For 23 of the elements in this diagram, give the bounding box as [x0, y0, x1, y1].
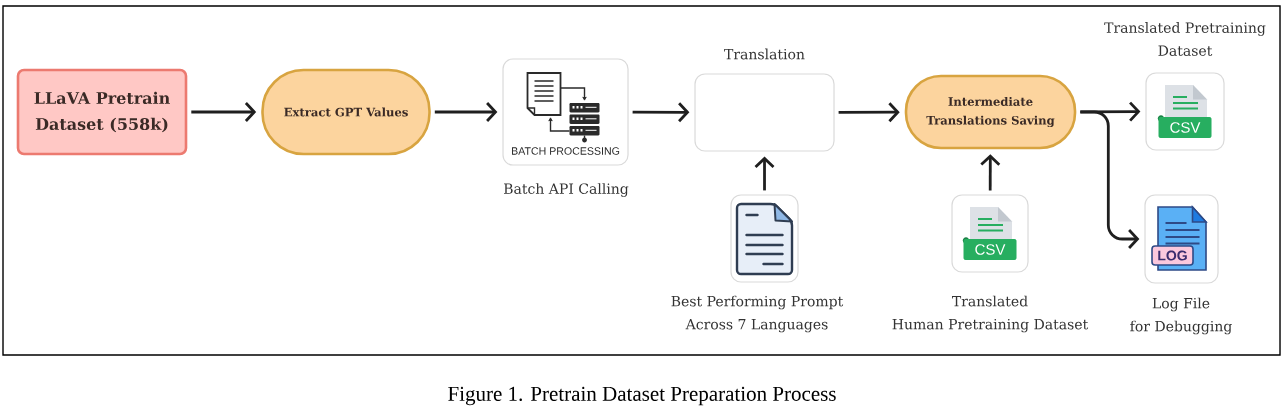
node-caption: Translated Human Pretraining Dataset	[892, 295, 1089, 333]
file-type-label: CSV	[963, 239, 1017, 260]
arrow	[1080, 101, 1141, 122]
icon-card	[694, 73, 835, 152]
node-caption: Translation	[724, 48, 805, 60]
file-type-label: LOG	[1151, 245, 1194, 266]
arrow	[434, 102, 498, 122]
arrow	[632, 102, 690, 123]
process-box: Intermediate Translations Saving	[904, 74, 1077, 150]
process-box: Extract GPT Values	[261, 68, 431, 156]
file-type-label: CSV	[1158, 117, 1212, 138]
dataset-box: LLaVA Pretrain Dataset (558k)	[16, 68, 188, 156]
node-caption: Batch API Calling	[504, 183, 629, 197]
arrow	[838, 102, 900, 123]
node-caption: Best Performing Prompt Across 7 Languages	[671, 295, 844, 333]
arrow	[754, 156, 775, 191]
node-caption: Log File for Debugging	[1130, 297, 1232, 335]
arrow	[1080, 110, 1140, 249]
node-caption: Translated Pretraining Dataset	[1104, 22, 1266, 56]
figure-caption: Figure 1. Pretrain Dataset Preparation Process	[448, 386, 836, 406]
arrow	[980, 154, 1001, 191]
arrow	[191, 102, 257, 122]
icon-caption: BATCH PROCESSING	[512, 147, 620, 155]
